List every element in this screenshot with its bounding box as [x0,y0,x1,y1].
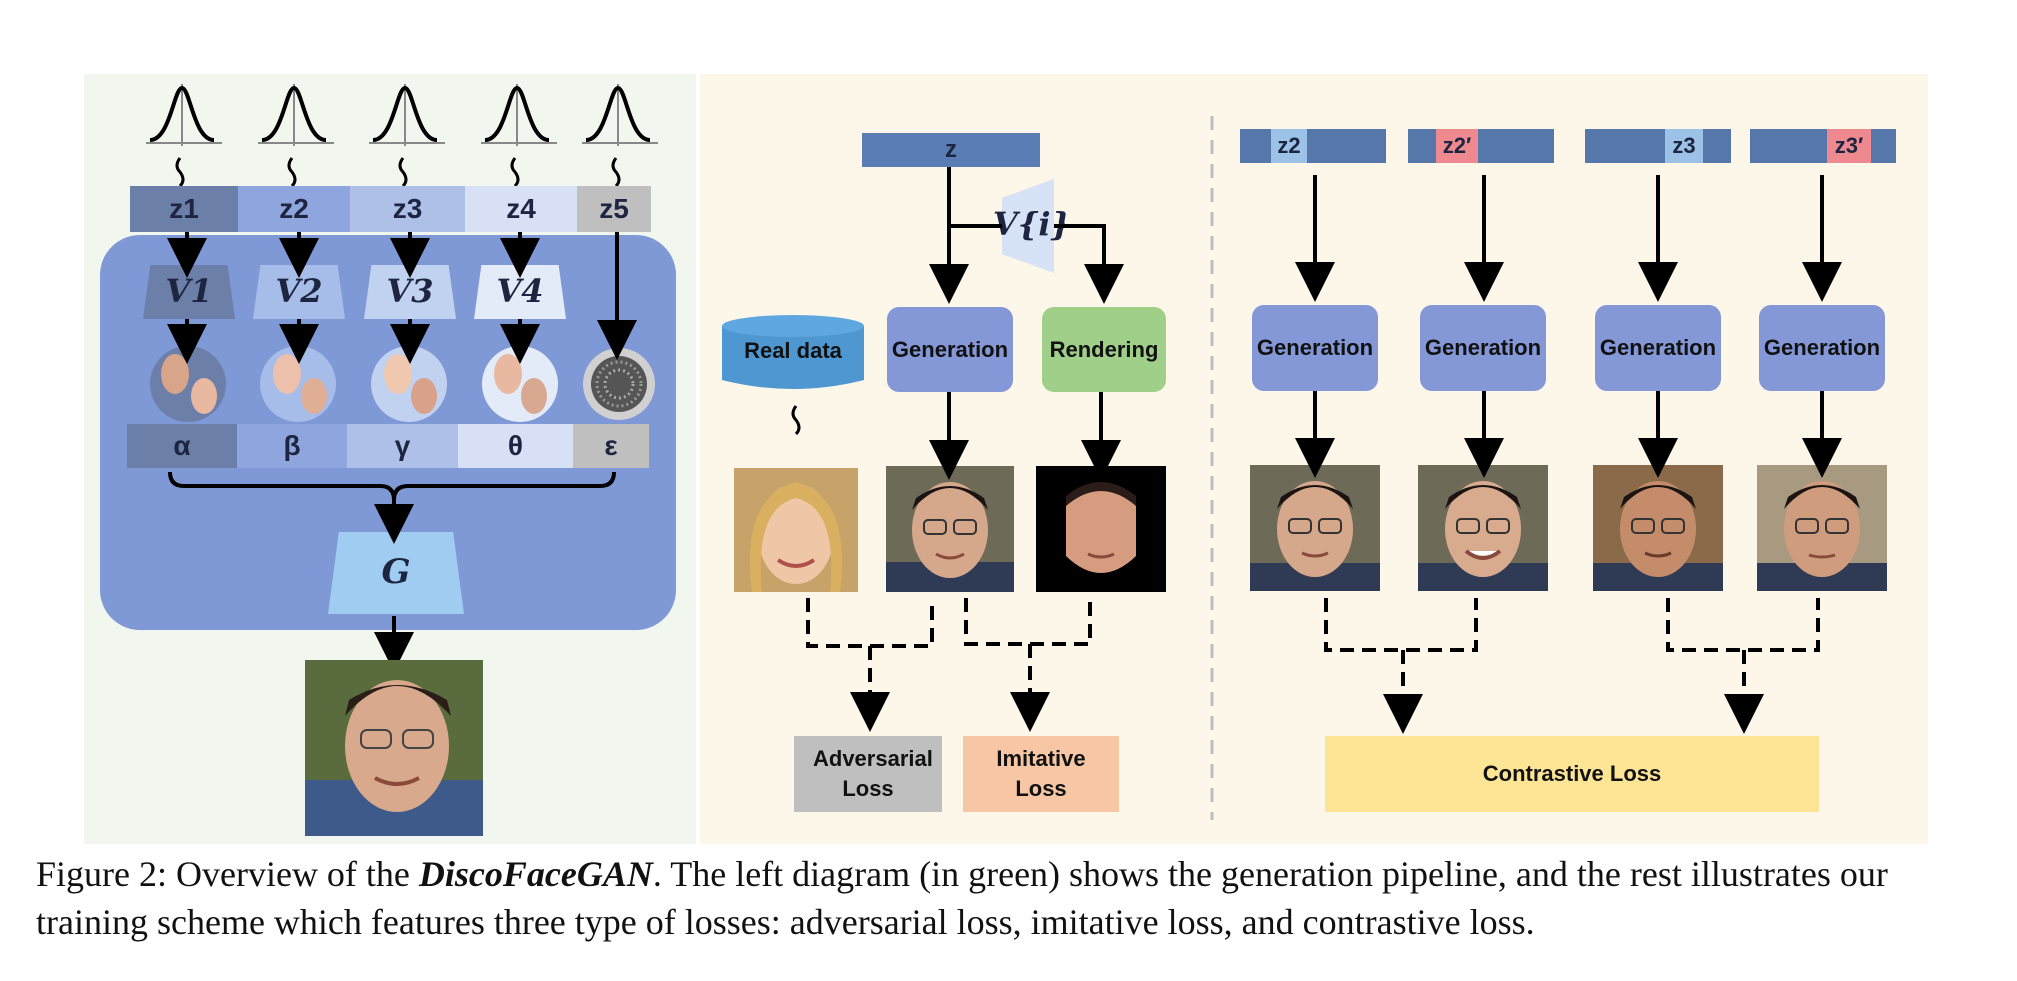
latent-z4: z4 [465,186,577,232]
real-data-label: Real data [744,338,842,363]
real-face-image [734,468,858,592]
vae-2-label: V2 [275,272,323,310]
caption-model-name: DiscoFaceGAN [418,854,653,894]
face-mesh-icon [371,346,447,422]
vae-4-label: V4 [496,272,544,310]
imitative-loss-label: Imitative Loss [996,746,1086,801]
rendered-face-image [1036,466,1166,592]
gaussian-icon [582,84,658,188]
noise-icon [583,348,655,420]
generation-box: Generation [1420,305,1546,391]
generation-box: Generation [1595,305,1721,391]
latent-z2: z2 [238,186,350,232]
latent-bar-3 [1585,129,1731,163]
latent-z3-highlight: z3 [1665,129,1703,163]
generated-face-image [1593,465,1723,591]
face-model-icons [150,346,655,422]
latent-z1: z1 [130,186,238,232]
generation-box: Generation [1252,305,1378,391]
generated-face-image [1250,465,1380,591]
latent-bar-4 [1750,129,1896,163]
param-beta: β [237,424,347,468]
generator-G-label: G [381,552,411,592]
gaussian-icon [369,84,445,188]
latent-z1-label: z1 [169,193,199,224]
contrastive-loss-label: Contrastive Loss [1482,761,1662,786]
figure-caption: Figure 2: Overview of the DiscoFaceGAN. … [36,850,1996,946]
latent-z3-label: z3 [392,193,423,224]
vae-3-label: V3 [386,272,434,310]
latent-bar-1 [1240,129,1386,163]
param-gamma: γ [347,424,458,468]
latent-z4-label: z4 [506,193,536,224]
generated-face-image [305,660,483,836]
latent-z5-label: z5 [599,193,629,224]
latent-bar-2 [1408,129,1554,163]
rendering-box: Rendering [1042,307,1166,392]
latent-z-bar: z [862,133,1040,167]
param-theta: θ [458,424,573,468]
adversarial-loss-label: Adversarial Loss [813,746,933,801]
generated-face-image [1757,465,1887,591]
latent-z2-label: z2 [279,193,309,224]
face-mesh-icon [482,346,558,422]
imitative-loss-box: Imitative Loss [963,736,1119,812]
param-alpha: α [127,424,237,468]
latent-z2-highlight: z2 [1271,129,1307,163]
vae-1-label: V1 [165,272,213,310]
contrastive-loss-box: Contrastive Loss [1325,736,1819,812]
gaussian-icon [146,84,222,188]
generated-face-image [1418,465,1548,591]
prior-distributions [146,84,658,188]
latent-z3p-highlight: z3′ [1827,129,1871,163]
gaussian-icon [481,84,557,188]
real-data-cylinder [722,315,864,389]
latent-z2p-highlight: z2′ [1436,129,1478,163]
face-mesh-icon [150,346,226,422]
latent-z3: z3 [350,186,465,232]
param-epsilon: ε [573,424,649,468]
generated-face-image [886,466,1014,592]
generation-box: Generation [1759,305,1885,391]
face-mesh-icon [260,346,336,422]
latent-z5: z5 [577,186,651,232]
adversarial-loss-box: Adversarial Loss [794,736,942,812]
gaussian-icon [258,84,334,188]
generator-G [328,532,464,614]
generation-box: Generation [887,307,1013,392]
caption-body: . The left diagram (in green) shows the … [36,854,1888,942]
caption-prefix: Figure 2: Overview of the [36,854,419,894]
